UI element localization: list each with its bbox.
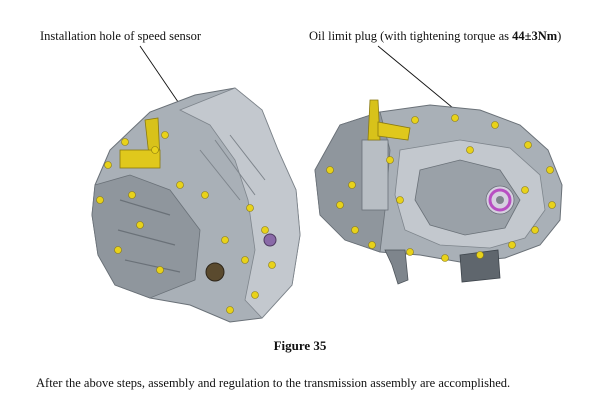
left-transmission-view [91, 87, 301, 323]
oil-plug-label-suffix: ) [557, 29, 562, 43]
oil-plug-torque: 44±3Nm [512, 29, 558, 43]
figure-caption: Figure 35 [273, 338, 327, 353]
oil-plug-label: Oil limit plug (with tightening torque a… [309, 29, 561, 44]
speed-sensor-label: Installation hole of speed sensor [40, 29, 202, 43]
body-paragraph: After the above steps, assembly and regu… [36, 376, 511, 390]
right-transmission-view [314, 99, 563, 285]
transmission-figure [91, 45, 563, 323]
oil-plug-label-prefix: Oil limit plug (with tightening torque a… [309, 29, 513, 43]
